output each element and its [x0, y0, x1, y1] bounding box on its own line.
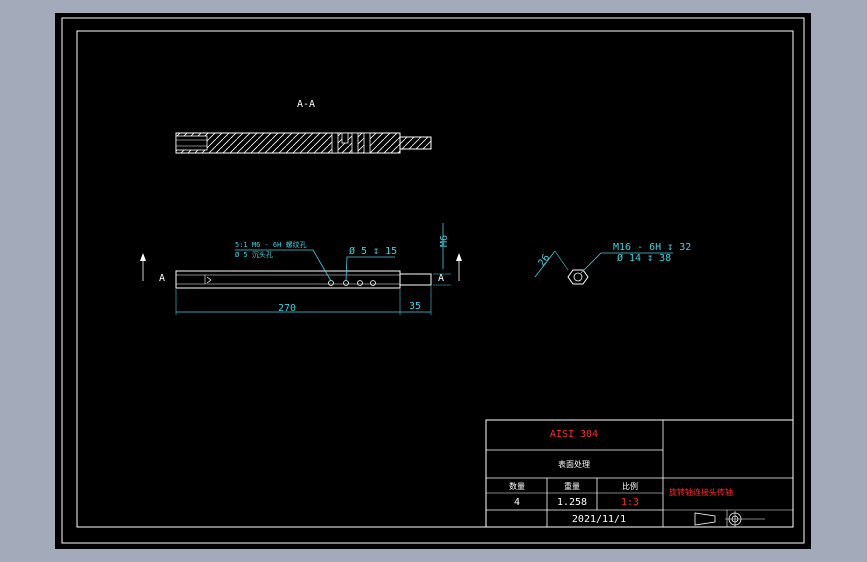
svg-text:35: 35 [409, 301, 421, 312]
section-marker-left: A [140, 253, 165, 284]
projection-symbol-icon [694, 511, 765, 527]
length-dimension-end: 35 [400, 286, 432, 315]
end-view: M16 - 6H ↧ 32 Ø 14 ↧ 38 26 [534, 242, 691, 285]
svg-text:26: 26 [536, 253, 552, 269]
part-name: 旋转轴连接头传轴 [669, 487, 733, 497]
material-label: AISI 304 [550, 429, 598, 440]
section-view [175, 132, 432, 154]
weight-value: 1.258 [557, 497, 587, 508]
svg-text:Ø 5 ↧ 15: Ø 5 ↧ 15 [349, 245, 397, 257]
svg-text:M6: M6 [439, 235, 450, 247]
scale-value: 1:3 [621, 497, 639, 508]
qty-header: 数量 [509, 481, 525, 491]
title-block: AISI 304 表面处理 数量 重量 比例 4 1.258 1:3 旋转轴连接… [485, 419, 794, 528]
svg-text:A: A [159, 273, 165, 284]
section-title: A-A [297, 99, 315, 110]
hole-note: Ø 5 ↧ 15 [345, 245, 397, 282]
front-view [175, 270, 432, 289]
weight-header: 重量 [564, 481, 580, 491]
inner-frame [76, 30, 794, 528]
svg-text:270: 270 [278, 303, 296, 314]
scale-header: 比例 [622, 481, 638, 491]
thread-note: 5:1 M6 - 6H 螺纹孔 Ø 5 沉头孔 [235, 240, 332, 282]
drawing-sheet: A-A A A 5:1 M6 - 6H 螺纹孔 Ø 5 沉头 [55, 13, 811, 549]
svg-text:A: A [438, 273, 444, 284]
m6-dimension: M6 [433, 223, 451, 286]
qty-value: 4 [514, 497, 520, 508]
svg-text:M16 - 6H ↧ 32: M16 - 6H ↧ 32 [613, 242, 691, 253]
drawing-canvas: A-A A A 5:1 M6 - 6H 螺纹孔 Ø 5 沉头 [61, 17, 805, 544]
svg-text:5:1 M6 - 6H 螺纹孔: 5:1 M6 - 6H 螺纹孔 [235, 240, 307, 249]
section-marker-right: A [438, 253, 462, 284]
svg-text:Ø 14 ↧ 38: Ø 14 ↧ 38 [617, 252, 671, 264]
date-value: 2021/11/1 [572, 514, 626, 525]
surface-label: 表面处理 [558, 459, 590, 469]
outer-frame [61, 17, 805, 544]
svg-text:Ø 5 沉头孔: Ø 5 沉头孔 [235, 250, 273, 259]
length-dimension-main: 270 [175, 289, 401, 315]
